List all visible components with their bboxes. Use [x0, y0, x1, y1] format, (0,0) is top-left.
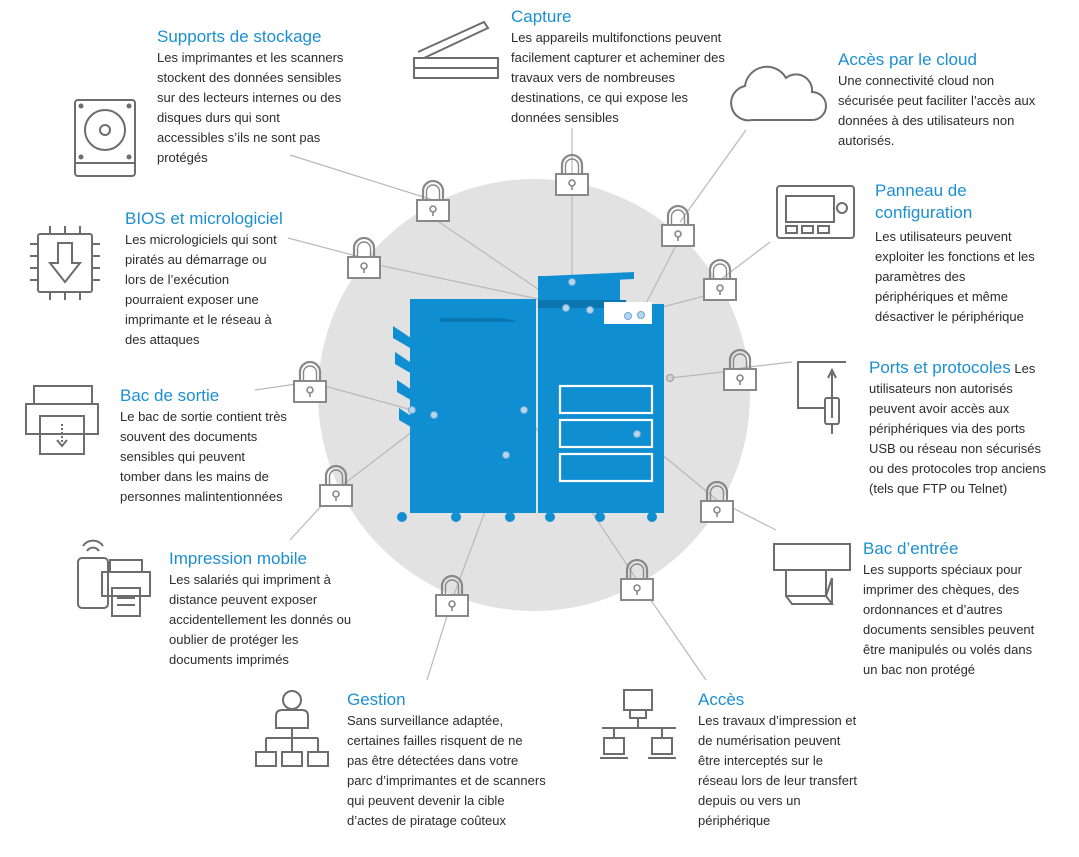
section-text: Sans surveillance adaptée, certaines fai…	[347, 713, 546, 828]
section-text: Les utilisateurs peuvent exploiter les f…	[875, 229, 1035, 324]
section-cloud: Accès par le cloud Une connectivité clou…	[838, 49, 1038, 151]
section-title: Supports de stockage	[157, 27, 322, 46]
control-panel-icon	[776, 185, 855, 239]
section-text: Les imprimantes et les scanners stockent…	[157, 50, 344, 165]
section-panneau: Panneau de configuration Les utilisateur…	[875, 180, 1045, 327]
lock-icon	[346, 236, 382, 280]
section-title: Panneau de configuration	[875, 181, 973, 222]
section-mobile: Impression mobile Les salariés qui impri…	[169, 548, 364, 670]
section-acces: Accès Les travaux d’impression et de num…	[698, 689, 858, 831]
section-text: Les salariés qui impriment à distance pe…	[169, 572, 352, 667]
section-text: Les travaux d’impression et de numérisat…	[698, 713, 857, 828]
section-title: Accès par le cloud	[838, 50, 977, 69]
section-bios: BIOS et micrologiciel Les micrologiciels…	[125, 208, 290, 350]
section-entree: Bac d’entrée Les supports spéciaux pour …	[863, 538, 1043, 680]
section-title: Capture	[511, 7, 572, 26]
network-icon	[600, 689, 676, 759]
output-tray-icon	[25, 385, 99, 455]
input-tray-icon	[773, 543, 851, 605]
section-title: Bac de sortie	[120, 386, 220, 405]
section-text: Le bac de sortie contient très souvent d…	[120, 409, 287, 504]
lock-icon	[702, 258, 738, 302]
section-text: Une connectivité cloud non sécurisée peu…	[838, 73, 1036, 148]
section-title: Accès	[698, 690, 745, 709]
section-text: Les micrologiciels qui sont piratés au d…	[125, 232, 277, 347]
usb-port-icon	[797, 361, 846, 434]
section-gestion: Gestion Sans surveillance adaptée, certa…	[347, 689, 547, 831]
cloud-icon	[730, 65, 827, 122]
hard-drive-icon	[74, 99, 136, 177]
section-title: Bac d’entrée	[863, 539, 959, 558]
printer-illustration	[393, 272, 664, 522]
section-text: Les utilisateurs non autorisés peuvent a…	[869, 361, 1047, 496]
org-chart-icon	[255, 690, 329, 767]
section-title: Ports et protocoles	[869, 358, 1011, 377]
section-title: Gestion	[347, 690, 406, 709]
section-title: BIOS et micrologiciel	[125, 209, 283, 228]
connection-dots	[408, 278, 674, 459]
lock-icon	[660, 204, 696, 248]
section-text: Les appareils multifonctions peuvent fac…	[511, 30, 725, 125]
section-title: Impression mobile	[169, 549, 307, 568]
mobile-print-icon	[77, 539, 151, 617]
section-text-with-title: Ports et protocoles Les utilisateurs non…	[869, 358, 1053, 499]
chip-icon	[30, 226, 100, 300]
section-capture: Capture Les appareils multifonctions peu…	[511, 6, 726, 128]
section-supports: Supports de stockage Les imprimantes et …	[157, 26, 347, 168]
scanner-icon	[413, 20, 499, 79]
section-sortie: Bac de sortie Le bac de sortie contient …	[120, 385, 288, 507]
section-ports: Ports et protocoles Les utilisateurs non…	[869, 358, 1053, 499]
section-text: Les supports spéciaux pour imprimer des …	[863, 562, 1035, 677]
lock-icon	[415, 179, 451, 223]
